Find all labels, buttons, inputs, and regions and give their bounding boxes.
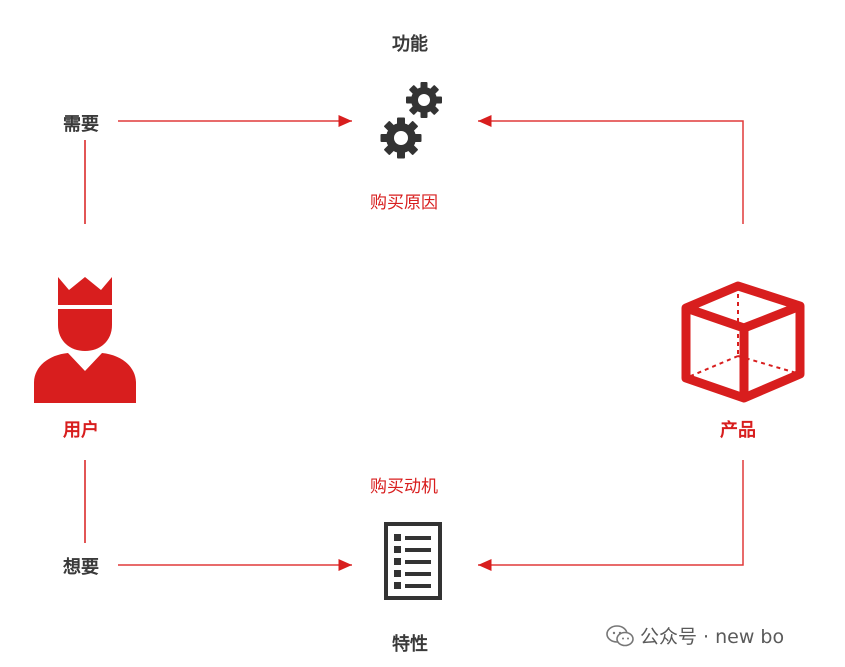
watermark: 公众号 · new bo [606, 622, 784, 649]
purchase-reason-label: 购买原因 [370, 193, 438, 213]
wechat-icon [606, 624, 634, 646]
gears-icon [380, 82, 442, 159]
feature-label: 特性 [392, 634, 428, 655]
product-label: 产品 [720, 420, 756, 441]
king-user-icon [34, 277, 136, 403]
cube-icon [681, 281, 805, 403]
product-function-line [478, 115, 744, 224]
checklist-icon [384, 522, 442, 600]
function-label: 功能 [392, 34, 428, 55]
product-feature-line [478, 460, 744, 571]
purchase-motive-label: 购买动机 [370, 477, 438, 497]
want-label: 想要 [63, 557, 99, 578]
user-label: 用户 [63, 420, 99, 441]
watermark-text: 公众号 · new bo [640, 626, 785, 648]
need-label: 需要 [63, 114, 99, 135]
